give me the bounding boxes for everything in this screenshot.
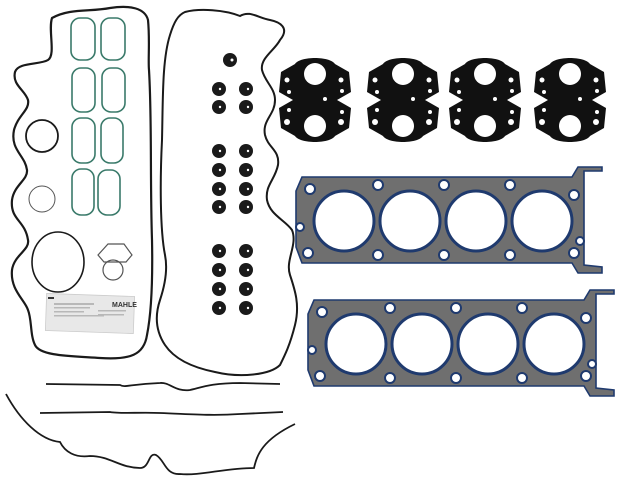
intake-manifold-gaskets bbox=[279, 58, 606, 142]
packet-brand: MAHLE bbox=[112, 302, 137, 309]
o-ring-oval bbox=[31, 231, 85, 293]
black-grommets bbox=[212, 53, 253, 315]
sealant-packet: MAHLE bbox=[44, 293, 137, 334]
valve-cover-gasket-right bbox=[155, 8, 299, 377]
green-intake-port-seals bbox=[70, 17, 126, 216]
o-ring-large-dark bbox=[25, 119, 59, 153]
strip-seal-lower bbox=[39, 411, 284, 416]
timing-cover-gasket bbox=[5, 393, 296, 476]
o-ring-thin bbox=[28, 185, 56, 213]
strip-seal-upper bbox=[45, 382, 281, 392]
o-ring-keyhole bbox=[97, 243, 133, 281]
valve-cover-gasket-left bbox=[10, 5, 154, 360]
cylinder-head-gaskets bbox=[294, 165, 616, 398]
